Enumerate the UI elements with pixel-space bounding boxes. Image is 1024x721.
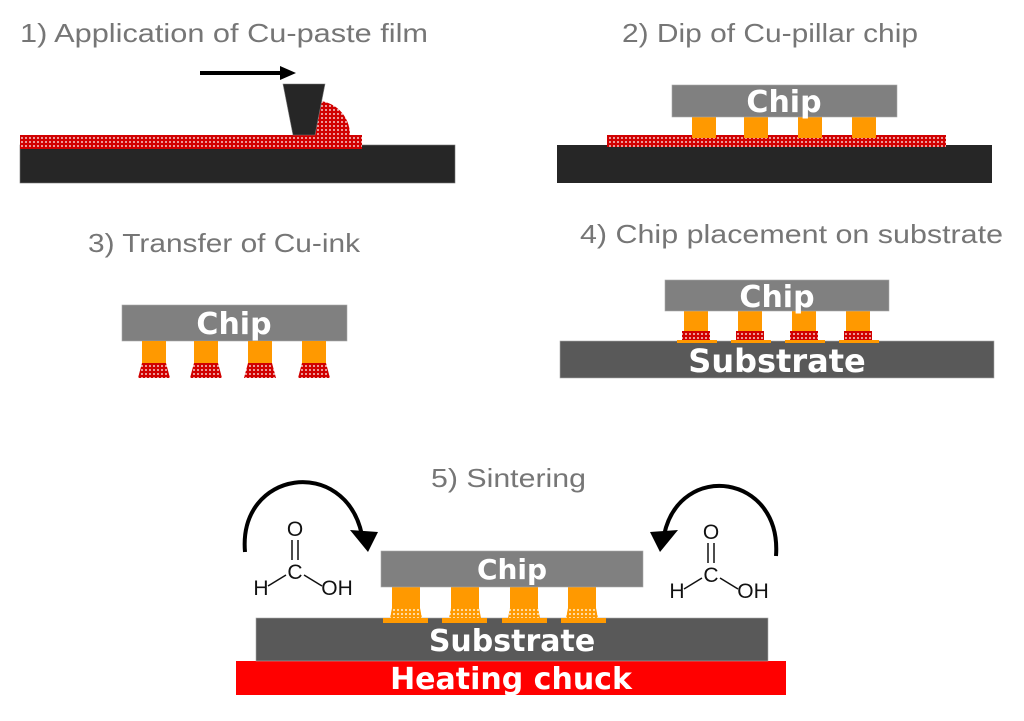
substrate-label: Substrate (688, 342, 865, 380)
cu-ink-cap (298, 363, 330, 378)
cu-pillar (392, 587, 420, 609)
cu-pillar (510, 587, 538, 609)
substrate-label: Substrate (429, 624, 595, 659)
cu-pillars (692, 117, 876, 138)
substrate-plate (557, 145, 992, 183)
cu-ink-cap (244, 363, 276, 378)
pad (502, 618, 547, 623)
step-3: 3) Transfer of Cu-ink Chip (88, 228, 361, 378)
cu-pillar (568, 587, 596, 609)
bond (267, 574, 287, 587)
cu-ink-cap (190, 363, 222, 378)
cu-ink-cap (138, 363, 170, 378)
pad (839, 340, 879, 343)
arrow-head-icon (650, 530, 678, 552)
formic-acid-right: O C H OH (669, 521, 768, 603)
sintered-cu (449, 608, 481, 618)
chip (671, 84, 898, 118)
pad (731, 340, 771, 343)
pad (383, 618, 428, 623)
cu-pillar (798, 117, 822, 138)
chip (380, 550, 644, 588)
sintered-cu (390, 608, 422, 618)
heating-chuck (236, 661, 786, 695)
step-1-title: 1) Application of Cu-paste film (20, 18, 428, 48)
cu-ink (682, 331, 710, 341)
step-2: 2) Dip of Cu-pillar chip Chip (557, 18, 992, 183)
arrow-head-icon (280, 66, 296, 80)
pad (677, 340, 717, 343)
cu-pillar (744, 117, 768, 138)
cu-pillar (451, 587, 479, 609)
pad (785, 340, 825, 343)
cu-pillar (692, 117, 716, 138)
formic-acid-left: O C H OH (253, 518, 352, 600)
cu-pillars (138, 341, 330, 378)
bond (719, 577, 739, 590)
squeegee-blade (282, 83, 326, 136)
cu-paste-bead (315, 100, 351, 135)
chip-label: Chip (739, 280, 814, 315)
cu-pillar (846, 311, 870, 333)
cu-pillar (852, 117, 876, 138)
substrate-plate (19, 144, 456, 184)
flow-arrow-left (242, 480, 364, 553)
sintered-cu (566, 608, 598, 618)
flow-arrow-right (662, 484, 779, 557)
bond (303, 574, 323, 587)
group-oh: OH (737, 580, 769, 603)
atom-c: C (703, 564, 718, 587)
step-3-title: 3) Transfer of Cu-ink (88, 228, 361, 258)
cu-pillars (677, 311, 879, 343)
heating-chuck-label: Heating chuck (390, 662, 633, 697)
cu-pillar (684, 311, 708, 333)
arrow-head-icon (350, 530, 378, 552)
atom-c: C (287, 561, 302, 584)
chip-label: Chip (196, 307, 271, 342)
sintered-cu (508, 608, 540, 618)
bond (683, 577, 703, 590)
cu-pillar (194, 341, 218, 364)
cu-ink (736, 331, 764, 341)
step-5: 5) Sintering O C H OH O C H OH Heating c… (236, 463, 786, 697)
step-5-title: 5) Sintering (431, 463, 586, 493)
cu-pillar (248, 341, 272, 364)
pad (442, 618, 487, 623)
atom-h: H (253, 577, 268, 600)
chip (121, 304, 348, 342)
substrate (255, 617, 769, 662)
substrate (559, 340, 995, 379)
pad (561, 618, 606, 623)
atom-o: O (287, 518, 303, 541)
cu-pillar (302, 341, 326, 364)
step-4: 4) Chip placement on substrate Substrate… (559, 219, 1003, 380)
group-oh: OH (321, 577, 353, 600)
step-4-title: 4) Chip placement on substrate (580, 219, 1003, 249)
sintered-joints (383, 587, 606, 623)
chip-label: Chip (746, 85, 821, 120)
chip-label: Chip (477, 553, 547, 586)
step-1: 1) Application of Cu-paste film (19, 18, 456, 184)
atom-o: O (703, 521, 719, 544)
cu-paste-film (20, 135, 362, 149)
cu-ink (844, 331, 872, 341)
cu-paste-film (607, 135, 946, 147)
cu-pillar (142, 341, 166, 364)
step-2-title: 2) Dip of Cu-pillar chip (622, 18, 918, 48)
cu-pillar (792, 311, 816, 333)
cu-ink (790, 331, 818, 341)
atom-h: H (669, 580, 684, 603)
chip (664, 279, 890, 312)
cu-pillar (738, 311, 762, 333)
